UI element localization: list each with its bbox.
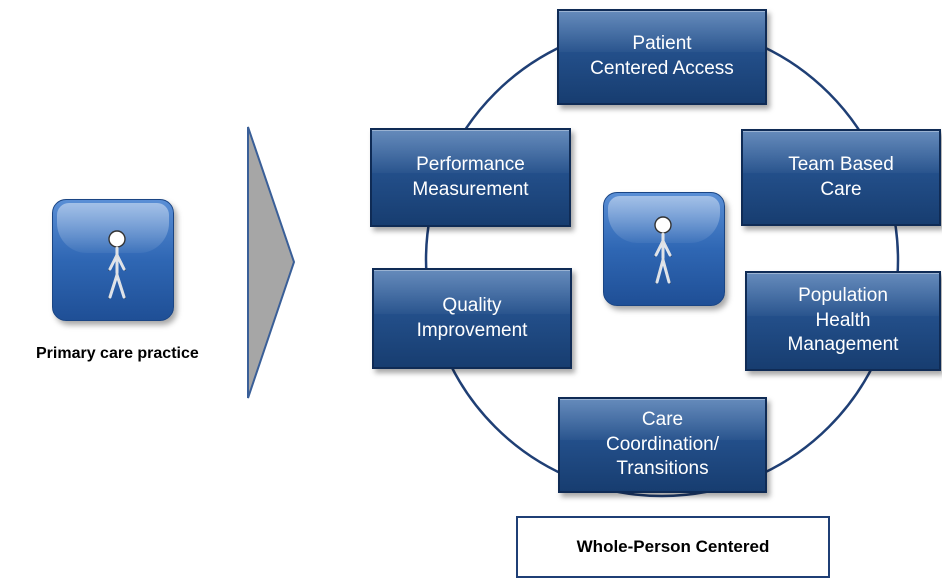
box-care-coordination: Care Coordination/ Transitions (558, 397, 767, 493)
box-label: Team Based Care (788, 153, 894, 200)
box-population-health-management: Population Health Management (745, 271, 941, 371)
left-person-tile (52, 199, 174, 321)
primary-care-label: Primary care practice (36, 345, 199, 362)
box-label: Population Health Management (787, 284, 899, 356)
box-label: Quality Improvement (416, 294, 528, 341)
box-patient-centered-access: Patient Centered Access (557, 9, 767, 105)
box-quality-improvement: Quality Improvement (372, 268, 572, 369)
whole-person-centered-box: Whole-Person Centered (516, 516, 830, 578)
center-person-tile (603, 192, 725, 306)
person-icon (108, 230, 126, 299)
box-performance-measurement: Performance Measurement (370, 128, 571, 227)
transition-arrow (247, 126, 296, 399)
box-team-based-care: Team Based Care (741, 129, 941, 226)
box-label: Patient Centered Access (590, 33, 734, 79)
person-icon (654, 216, 672, 284)
whole-person-centered-label: Whole-Person Centered (576, 537, 770, 556)
box-label: Performance Measurement (412, 153, 529, 200)
box-label: Care Coordination/ Transitions (605, 408, 720, 480)
